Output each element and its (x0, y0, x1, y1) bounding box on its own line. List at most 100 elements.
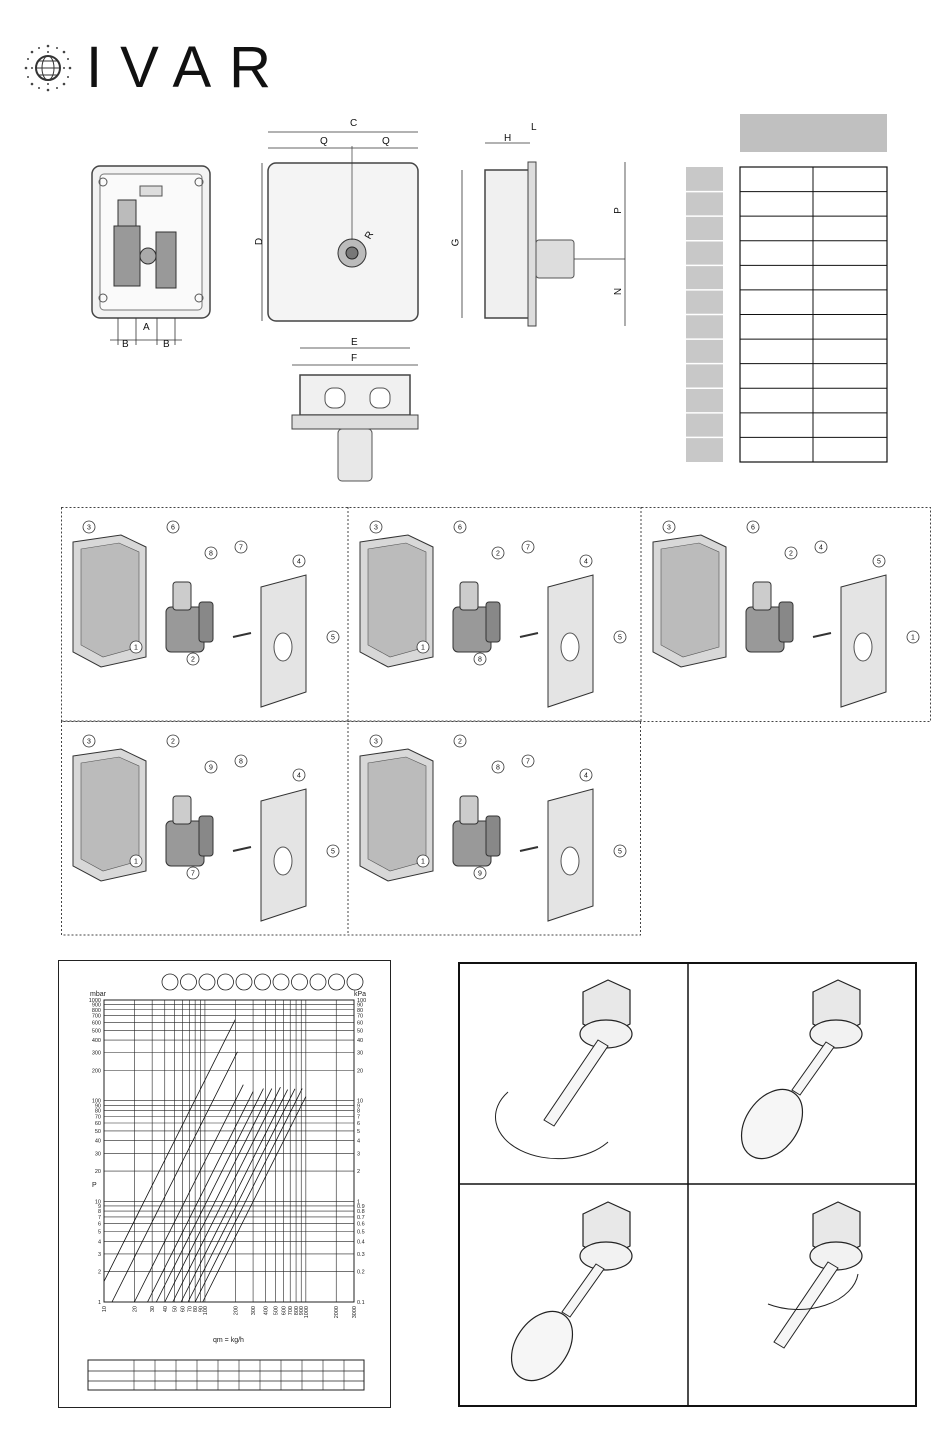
callout-number: 2 (789, 551, 793, 558)
series-line (194, 1088, 303, 1303)
callout-circle (814, 540, 828, 554)
dim-label-D: D (254, 237, 266, 246)
callout-circle (326, 844, 340, 858)
valve-head (752, 581, 772, 611)
y-tick-label-right: 7 (357, 1114, 360, 1120)
callout-circle (234, 540, 248, 554)
callout-circle (579, 554, 593, 568)
x-tick-label: 80 (193, 1306, 199, 1312)
callout-number: 6 (171, 525, 175, 532)
callout-number: 2 (496, 551, 500, 558)
valve-body (452, 820, 492, 867)
side-view-drawing (461, 142, 626, 327)
callout-number: 3 (374, 525, 378, 532)
screwdriver-handle (510, 1310, 574, 1382)
dim-label-G: G (450, 238, 462, 247)
box-inner (367, 542, 427, 658)
y-tick-label-right: 0.3 (357, 1252, 365, 1258)
valve-secondary (485, 601, 501, 643)
box-inner (80, 542, 140, 658)
callout-number: 8 (496, 765, 500, 772)
y-tick-label-left: 50 (95, 1129, 101, 1135)
callout-circle (453, 734, 467, 748)
series-line (180, 1089, 288, 1303)
callout-number: 9 (209, 765, 213, 772)
y-tick-label-right: 0.7 (357, 1215, 365, 1221)
legend-circle (291, 973, 308, 991)
callout-circle (369, 520, 383, 534)
callout-number: 8 (209, 551, 213, 558)
y-tick-label-right: 20 (357, 1068, 363, 1074)
y-tick-label-right: 8 (357, 1108, 360, 1114)
screw (812, 632, 832, 638)
y-tick-label-right: 0.9 (357, 1204, 365, 1210)
y-tick-label-left: 400 (92, 1038, 101, 1044)
y-tick-label-left: 3 (98, 1252, 101, 1258)
series-line (111, 1051, 238, 1303)
callout-number: 4 (584, 773, 588, 780)
y-tick-label-right: 5 (357, 1129, 360, 1135)
top-drawings (91, 114, 888, 482)
callout-number: 5 (618, 849, 622, 856)
chart-bottom-table (87, 1359, 365, 1391)
x-tick-label: 600 (281, 1306, 287, 1315)
callout-circle (906, 630, 920, 644)
cover-hole (853, 632, 873, 662)
x-tick-label: 30 (150, 1306, 156, 1312)
y-tick-label-left: 2 (98, 1270, 101, 1276)
callout-circle (784, 546, 798, 560)
rotation-arrow (495, 1091, 609, 1160)
callout-number: 5 (331, 849, 335, 856)
series-line (103, 1019, 236, 1282)
y-tick-label-left: 700 (92, 1014, 101, 1020)
y-tick-label-left: 20 (95, 1169, 101, 1175)
screw (519, 632, 539, 638)
y-tick-label-left: 60 (95, 1121, 101, 1127)
dim-label-C: C (350, 118, 358, 129)
y-tick-label-left: 7 (98, 1215, 101, 1221)
x-tick-label: 800 (294, 1306, 300, 1315)
valve-head (172, 795, 192, 825)
y-tick-label-left: 500 (92, 1028, 101, 1034)
screw (232, 846, 252, 852)
callout-circle (662, 520, 676, 534)
callout-number: 3 (87, 525, 91, 532)
series-line (187, 1088, 296, 1303)
callout-circle (521, 754, 535, 768)
callout-circle (746, 520, 760, 534)
callout-circle (234, 754, 248, 768)
callout-number: 4 (297, 559, 301, 566)
screw (232, 632, 252, 638)
callout-circle (579, 768, 593, 782)
y-tick-label-right: 30 (357, 1051, 363, 1057)
y-tick-label-right: 70 (357, 1014, 363, 1020)
install-step (510, 1201, 633, 1382)
legend-circle (272, 973, 290, 991)
legend-circle (235, 973, 253, 991)
legend-circle (346, 973, 364, 991)
y-tick-label-left: 800 (92, 1008, 101, 1014)
callout-number: 2 (191, 657, 195, 664)
dim-label-H: H (504, 133, 512, 144)
x-tick-label: 3000 (352, 1306, 358, 1318)
cover-hole (560, 632, 580, 662)
dim-label-Q-left: Q (320, 136, 328, 147)
x-tick-label: 20 (132, 1306, 138, 1312)
callout-circle (82, 520, 96, 534)
y-tick-label-right: 50 (357, 1028, 363, 1034)
legend-circle (254, 973, 271, 991)
callout-number: 1 (911, 635, 915, 642)
valve-secondary (778, 601, 794, 643)
y-tick-label-right: 3 (357, 1151, 360, 1157)
dim-label-F: F (351, 353, 358, 364)
top-view-drawing (291, 347, 419, 482)
callout-number: 8 (478, 657, 482, 664)
callout-circle (521, 540, 535, 554)
y-tick-label-left: 900 (92, 1003, 101, 1009)
callout-circle (129, 640, 143, 654)
valve-secondary (198, 601, 214, 643)
callout-circle (204, 546, 218, 560)
valve-body (165, 820, 205, 867)
